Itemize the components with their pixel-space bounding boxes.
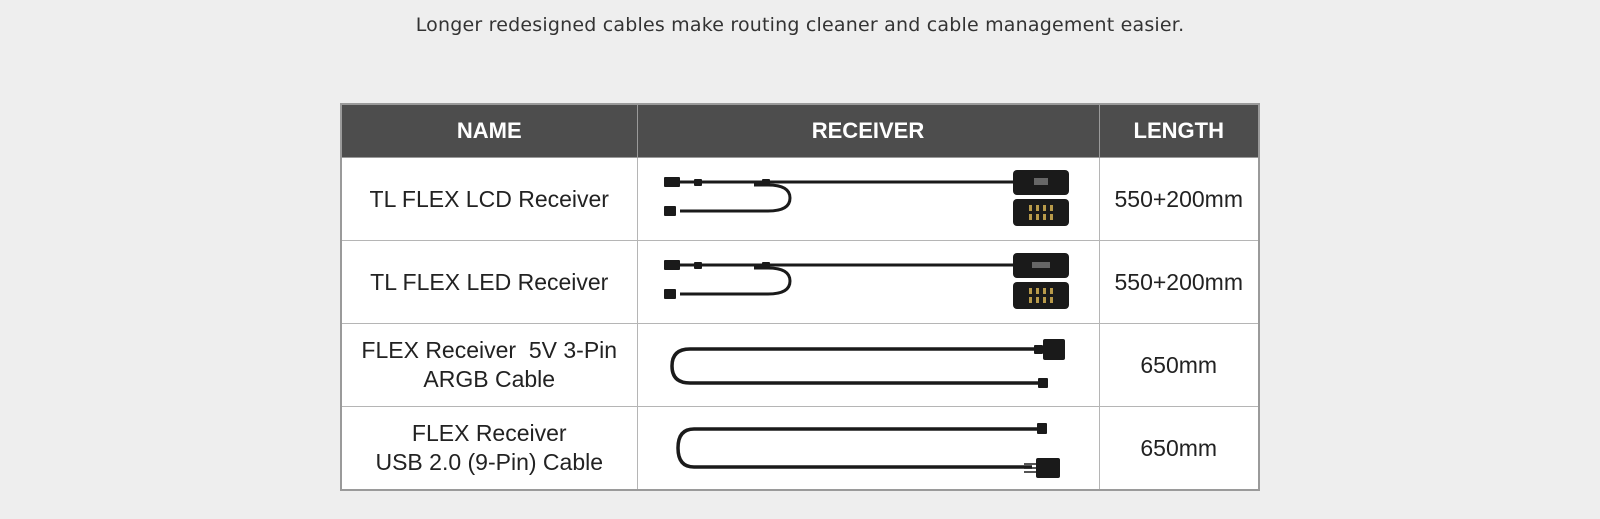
row-receiver-cell: [636, 240, 1100, 324]
row-length-cell: 650mm: [1098, 406, 1260, 491]
row-name-cell: TL FLEX LCD Receiver: [340, 157, 638, 241]
row-name-cell: FLEX Receiver USB 2.0 (9-Pin) Cable: [340, 406, 638, 491]
row-receiver-cell: [636, 157, 1100, 241]
row-name-text: ARGB Cable: [423, 366, 556, 392]
page-caption: Longer redesigned cables make routing cl…: [415, 14, 1185, 36]
row-name-cell: FLEX Receiver 5V 3-Pin ARGB Cable: [340, 323, 638, 407]
header-length: LENGTH: [1098, 103, 1260, 158]
header-name: NAME: [340, 103, 638, 158]
argb-3pin-cable-icon: [670, 339, 1065, 388]
table-header-row: NAME RECEIVER LENGTH: [340, 103, 1260, 158]
row-name-text: TL FLEX LCD Receiver: [369, 185, 609, 212]
table-row: FLEX Receiver USB 2.0 (9-Pin) Cable 650m…: [340, 406, 1260, 491]
cable-spec-table: NAME RECEIVER LENGTH TL FLEX LCD Receive…: [340, 103, 1260, 491]
table-row: TL FLEX LCD Receiver: [340, 157, 1260, 241]
row-name-text: TL FLEX LED Receiver: [370, 268, 609, 295]
row-name-text: USB 2.0 (9-Pin) Cable: [375, 449, 604, 475]
led-receiver-cable-icon: [664, 253, 1069, 309]
row-receiver-cell: [636, 406, 1100, 491]
row-name-text: FLEX Receiver 5V 3-Pin: [361, 337, 618, 363]
row-length-cell: 550+200mm: [1098, 157, 1260, 241]
row-length-cell: 650mm: [1098, 323, 1260, 407]
row-length-cell: 550+200mm: [1098, 240, 1260, 324]
lcd-receiver-cable-icon: [664, 170, 1069, 226]
table-row: FLEX Receiver 5V 3-Pin ARGB Cable 650mm: [340, 323, 1260, 407]
header-receiver: RECEIVER: [636, 103, 1100, 158]
row-receiver-cell: [636, 323, 1100, 407]
usb-9pin-cable-icon: [676, 423, 1060, 478]
row-name-cell: TL FLEX LED Receiver: [340, 240, 638, 324]
row-name-text: FLEX Receiver: [411, 420, 567, 446]
table-row: TL FLEX LED Receiver: [340, 240, 1260, 324]
